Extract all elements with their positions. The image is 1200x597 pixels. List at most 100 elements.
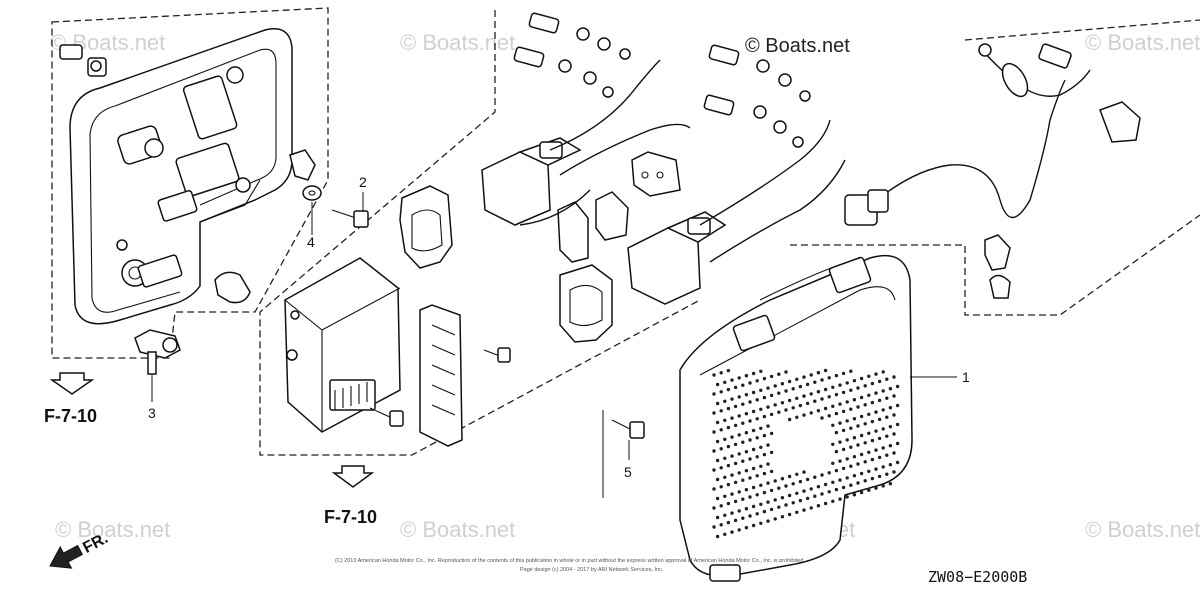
vent-hole (733, 442, 738, 447)
vent-hole (719, 485, 723, 489)
vent-hole (766, 462, 770, 466)
vent-hole (845, 419, 849, 423)
vent-hole (766, 386, 770, 390)
vent-hole (841, 409, 846, 414)
vent-hole (867, 374, 871, 378)
vent-hole (881, 408, 885, 412)
vent-hole (744, 393, 749, 397)
vent-hole (748, 476, 752, 480)
vent-hole (773, 498, 777, 502)
vent-hole (856, 481, 860, 485)
vent-hole (874, 448, 878, 452)
vent-hole (859, 376, 864, 381)
callout-5: 5 (624, 464, 632, 480)
vent-hole (859, 471, 864, 476)
vent-hole (715, 439, 720, 444)
vent-hole (795, 377, 799, 381)
vent-hole (723, 399, 727, 403)
vent-hole (723, 456, 727, 460)
grommet-parts (59, 44, 107, 77)
callout-3: 3 (148, 405, 156, 421)
vent-hole (755, 417, 759, 421)
vent-hole (892, 470, 896, 474)
vent-hole (715, 382, 720, 387)
vent-hole (802, 375, 806, 379)
vent-hole (845, 381, 849, 385)
vent-hole (762, 414, 767, 419)
vent-hole (723, 475, 727, 479)
vent-hole (816, 485, 821, 489)
vent-hole (834, 392, 839, 397)
vent-hole (849, 464, 853, 468)
vent-hole (877, 398, 882, 403)
vent-hole (780, 477, 785, 481)
vent-hole (809, 392, 813, 396)
vent-hole (888, 425, 893, 429)
vent-hole (712, 506, 716, 510)
ignition-module (284, 257, 401, 433)
reference-center[interactable]: F-7-10 (324, 507, 377, 527)
vent-hole (813, 494, 817, 498)
vent-hole (755, 436, 759, 440)
vent-hole (751, 466, 756, 471)
vent-hole (755, 512, 759, 516)
diagram-code: ZW08−E2000B (928, 568, 1027, 586)
vent-hole (769, 393, 774, 398)
reference-left[interactable]: F-7-10 (44, 406, 97, 426)
vent-hole (852, 436, 857, 440)
vent-hole (823, 368, 828, 373)
right-group-outline-lower (790, 214, 1200, 316)
vent-hole (823, 501, 828, 506)
vent-hole (769, 488, 774, 493)
vent-hole (737, 433, 741, 437)
vent-hole (737, 471, 741, 475)
vent-hole (755, 455, 759, 459)
vent-hole (726, 463, 731, 468)
vent-hole (762, 471, 767, 476)
vent-hole (877, 379, 882, 384)
vent-hole (831, 499, 835, 503)
vent-hole (809, 411, 813, 415)
vent-hole (892, 451, 896, 455)
vent-hole (730, 454, 734, 458)
vent-hole (852, 398, 857, 402)
mounting-bracket (419, 304, 463, 447)
vent-hole (888, 444, 893, 448)
vent-hole (715, 458, 720, 463)
vent-hole (759, 426, 763, 430)
vent-hole (849, 426, 853, 430)
ref-arrow-center (331, 465, 375, 488)
vent-hole (874, 429, 878, 433)
vent-hole (726, 501, 731, 506)
washer-4 (302, 185, 322, 201)
vent-hole (895, 460, 900, 465)
vent-hole (820, 378, 824, 382)
vent-hole (751, 409, 756, 414)
vent-hole (863, 479, 867, 483)
vent-hole (874, 410, 878, 414)
vent-hole (744, 526, 749, 530)
vent-hole (852, 417, 857, 421)
watermark-prominent: © Boats.net (745, 35, 850, 57)
vent-hole (741, 497, 745, 501)
vent-hole (712, 449, 716, 453)
vent-hole (723, 437, 727, 441)
vent-hole (748, 419, 752, 423)
vent-hole (773, 479, 777, 483)
vent-hole (762, 376, 767, 381)
vent-hole (766, 481, 770, 485)
vent-hole (733, 385, 738, 390)
vent-hole (805, 382, 810, 387)
vent-hole (744, 469, 749, 473)
vent-hole (813, 399, 817, 403)
vent-hole (748, 457, 752, 461)
vent-hole (845, 495, 849, 499)
vent-hole (831, 385, 835, 389)
ignition-coil-b (627, 119, 846, 305)
vent-hole (802, 508, 806, 512)
vent-hole (762, 490, 767, 495)
vent-hole (744, 507, 749, 511)
ref-arrow-left (49, 372, 95, 395)
vent-hole (852, 474, 857, 478)
